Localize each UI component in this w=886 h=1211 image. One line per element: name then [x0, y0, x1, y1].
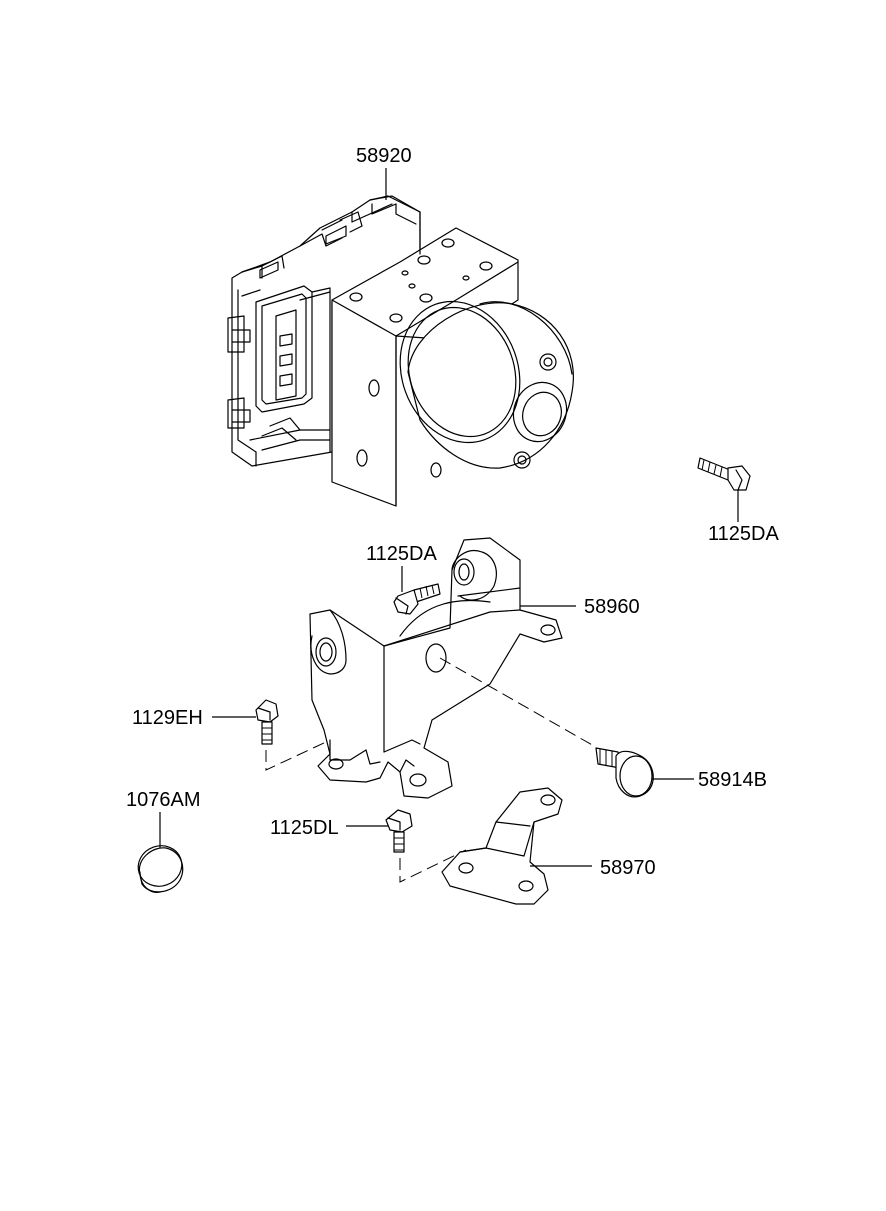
dash-58914B	[439, 657, 595, 747]
dash-1129EH	[265, 741, 327, 771]
lower-bracket-58970: 58970	[441, 787, 656, 905]
bolt-1125DA-center: 1125DA	[366, 543, 441, 615]
dash-1125DL	[399, 849, 467, 883]
label-58920: 58920	[356, 145, 412, 167]
label-1076AM: 1076AM	[126, 789, 201, 811]
label-58970: 58970	[600, 857, 656, 879]
label-1129EH: 1129EH	[132, 707, 203, 729]
label-1125DA-right: 1125DA	[708, 523, 779, 545]
bolt-1125DL: 1125DL	[270, 809, 413, 853]
label-58914B: 58914B	[698, 769, 767, 791]
bracket-58960: 58960	[309, 537, 640, 799]
label-1125DA-center: 1125DA	[366, 543, 437, 565]
bolt-1129EH: 1129EH	[132, 699, 279, 745]
label-1125DL: 1125DL	[270, 817, 339, 839]
bolt-1125DA-right: 1125DA	[697, 457, 779, 545]
hydraulic-unit-58920: 58920	[227, 145, 574, 507]
cap-1076AM: 1076AM	[126, 789, 201, 893]
label-58960: 58960	[584, 596, 640, 618]
bushing-58914B: 58914B	[595, 747, 767, 798]
